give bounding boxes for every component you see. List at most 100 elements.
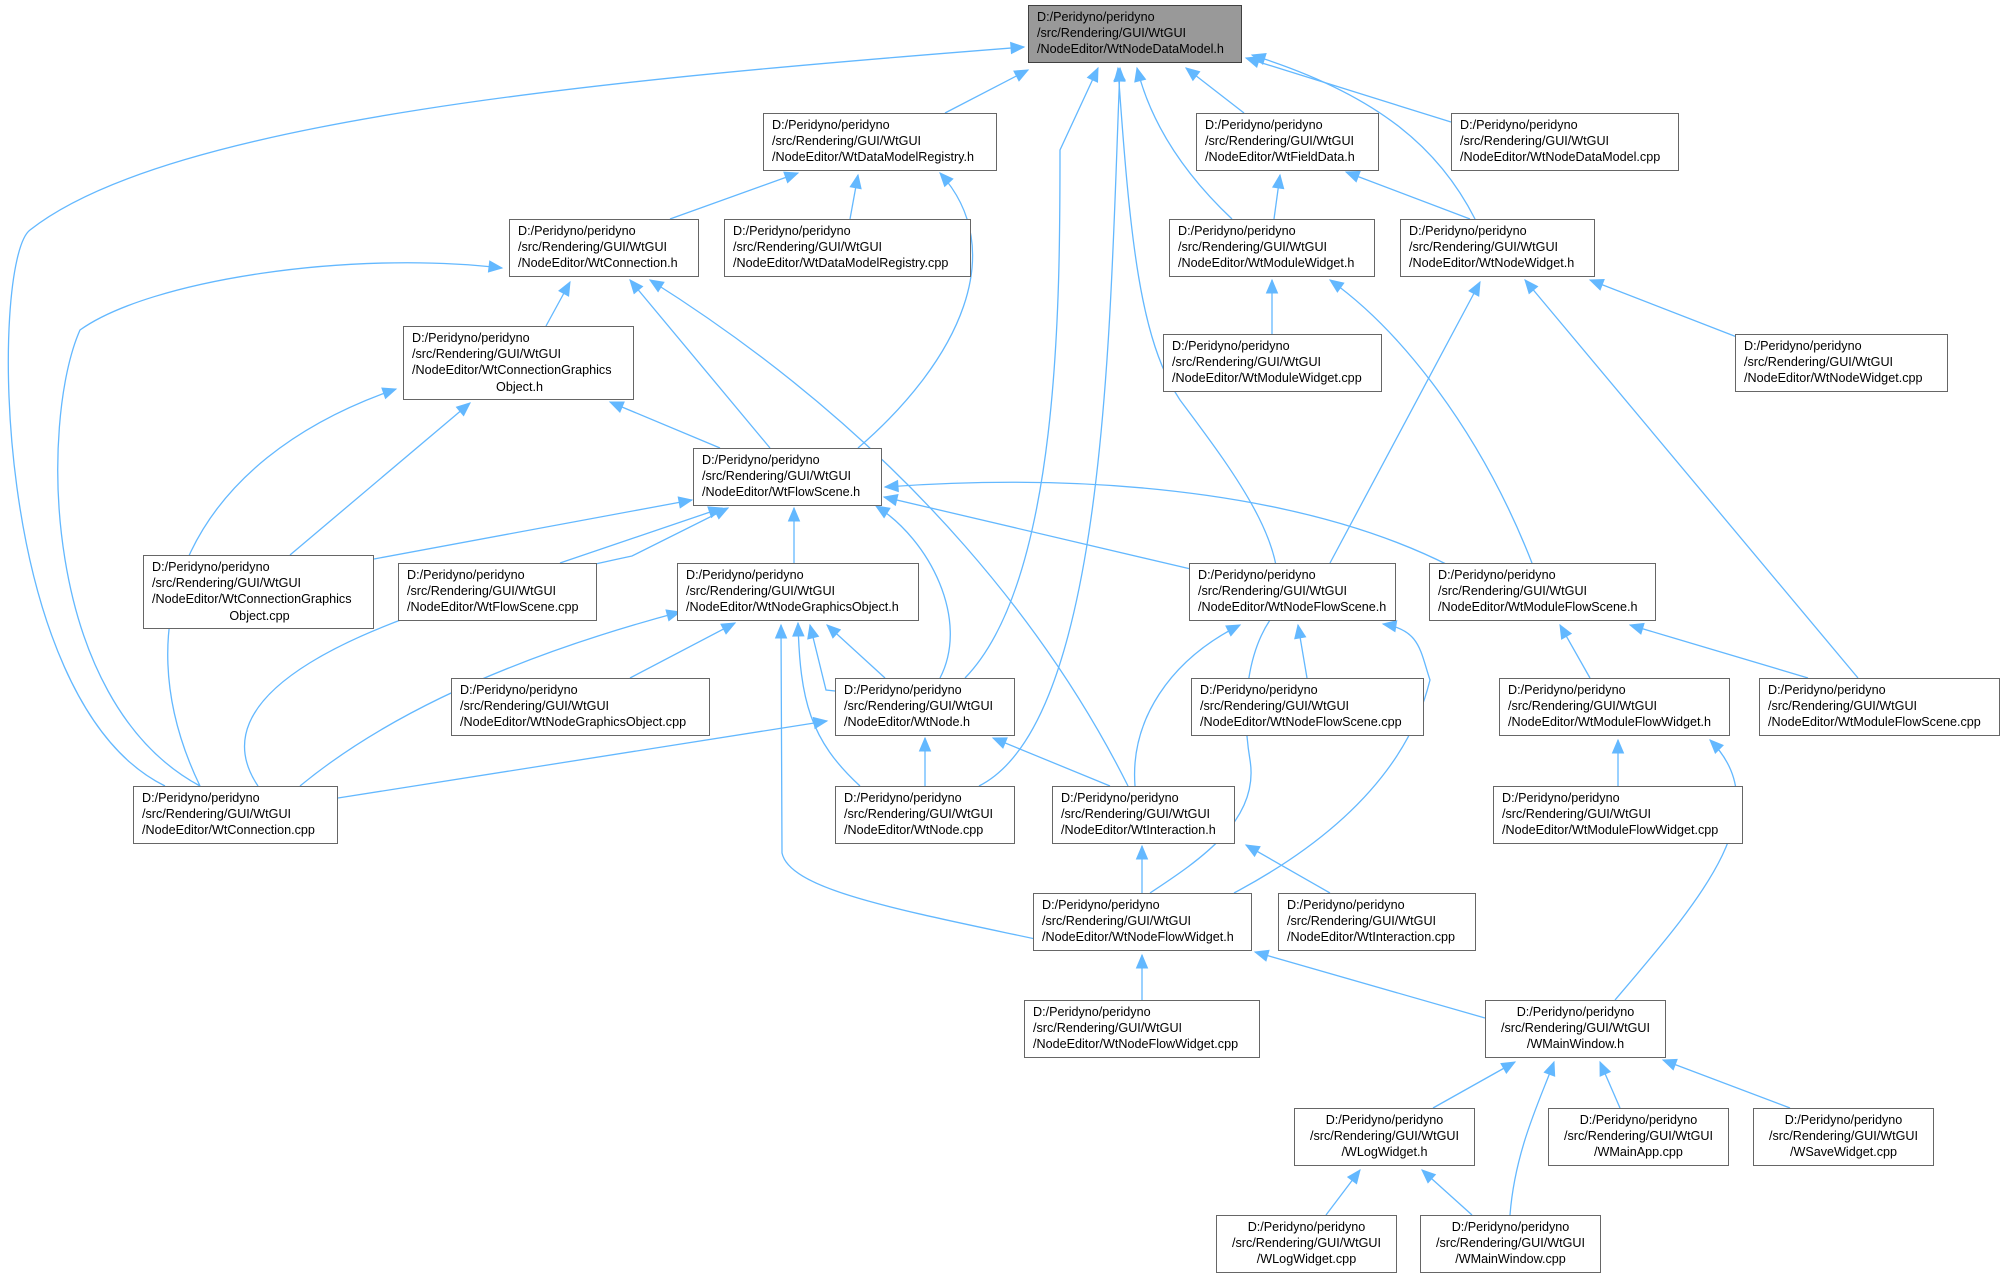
node-wtconnectiongraphicsobject-h[interactable]: D:/Peridyno/peridyno/src/Rendering/GUI/W… [403, 326, 634, 400]
node-label: D:/Peridyno/peridyno [460, 683, 578, 697]
include-edge [373, 496, 694, 560]
arrowhead-icon [1543, 1060, 1556, 1077]
node-wsavewidget-cpp[interactable]: D:/Peridyno/peridyno/src/Rendering/GUI/W… [1753, 1108, 1934, 1166]
node-wtflowscene-h[interactable]: D:/Peridyno/peridyno/src/Rendering/GUI/W… [693, 448, 882, 506]
arrowhead-icon [1244, 844, 1261, 858]
include-edge [1328, 279, 1533, 564]
node-wtmodulewidget-h[interactable]: D:/Peridyno/peridyno/src/Rendering/GUI/W… [1169, 219, 1375, 277]
include-edge [1253, 949, 1486, 1019]
arrowhead-icon [1134, 66, 1147, 83]
node-wtnode-h[interactable]: D:/Peridyno/peridyno/src/Rendering/GUI/W… [835, 678, 1015, 736]
arrowhead-icon [783, 171, 800, 184]
node-wtmoduleflowscene-h[interactable]: D:/Peridyno/peridyno/src/Rendering/GUI/W… [1429, 563, 1656, 621]
include-edge [1265, 278, 1279, 334]
node-wtmoduleflowscene-cpp[interactable]: D:/Peridyno/peridyno/src/Rendering/GUI/W… [1759, 678, 2000, 736]
edge-line [1629, 624, 1809, 679]
node-wtdatamodelregistry-h[interactable]: D:/Peridyno/peridyno/src/Rendering/GUI/W… [763, 113, 997, 171]
include-edge [1271, 173, 1285, 220]
node-label: /src/Rendering/GUI/WtGUI [460, 699, 610, 714]
node-wtnodegraphicsobject-h[interactable]: D:/Peridyno/peridyno/src/Rendering/GUI/W… [677, 563, 919, 621]
node-label: D:/Peridyno/peridyno [1205, 118, 1323, 132]
node-wtnodegraphicsobject-cpp[interactable]: D:/Peridyno/peridyno/src/Rendering/GUI/W… [451, 678, 710, 736]
node-wtnodedatamodel-h[interactable]: D:/Peridyno/peridyno/src/Rendering/GUI/W… [1028, 5, 1242, 63]
node-label: /NodeEditor/WtModuleWidget.cpp [1172, 371, 1362, 386]
node-label: /src/Rendering/GUI/WtGUI [1563, 1129, 1714, 1144]
node-label: /NodeEditor/WtModuleFlowScene.cpp [1768, 715, 1981, 730]
edge-line [1136, 67, 1233, 220]
node-wlogwidget-cpp[interactable]: D:/Peridyno/peridyno/src/Rendering/GUI/W… [1216, 1215, 1397, 1273]
node-label: D:/Peridyno/peridyno [1287, 898, 1405, 912]
arrowhead-icon [381, 387, 398, 400]
edge-line [373, 499, 693, 560]
node-wtnodewidget-h[interactable]: D:/Peridyno/peridyno/src/Rendering/GUI/W… [1400, 219, 1595, 277]
include-edge [1611, 738, 1625, 786]
node-label: /src/Rendering/GUI/WtGUI [1042, 914, 1192, 929]
arrowhead-icon [1611, 738, 1625, 754]
node-wlogwidget-h[interactable]: D:/Peridyno/peridyno/src/Rendering/GUI/W… [1294, 1108, 1475, 1166]
edge-line [964, 67, 1099, 679]
node-label: /NodeEditor/WtNodeWidget.h [1409, 256, 1575, 271]
edge-line [1589, 279, 1743, 340]
arrowhead-icon [558, 280, 571, 297]
node-label: /NodeEditor/WtDataModelRegistry.h [772, 150, 975, 165]
edge-line [875, 505, 951, 679]
node-label: /src/Rendering/GUI/WtGUI [1435, 1236, 1586, 1251]
node-wtmodulewidget-cpp[interactable]: D:/Peridyno/peridyno/src/Rendering/GUI/W… [1163, 334, 1382, 392]
include-edge [787, 506, 801, 563]
arrowhead-icon [1294, 623, 1307, 640]
node-wtdatamodelregistry-cpp[interactable]: D:/Peridyno/peridyno/src/Rendering/GUI/W… [724, 219, 971, 277]
arrowhead-icon [883, 479, 899, 493]
node-wmainwindow-h[interactable]: D:/Peridyno/peridyno/src/Rendering/GUI/W… [1485, 1000, 1666, 1058]
edge-line [1245, 844, 1331, 894]
include-edge [629, 622, 737, 679]
node-label: D:/Peridyno/peridyno [1508, 683, 1626, 697]
include-edge [882, 493, 1196, 571]
arrowhead-icon [1225, 624, 1242, 637]
edge-line [1133, 624, 1241, 787]
edge-line [1254, 951, 1486, 1019]
include-edge [883, 479, 1451, 567]
include-edge [1325, 1168, 1361, 1216]
node-label: /src/Rendering/GUI/WtGUI [1500, 1021, 1651, 1036]
include-edge [608, 401, 721, 449]
edge-line [797, 622, 861, 787]
node-label: /WSaveWidget.cpp [1789, 1145, 1898, 1160]
node-wtmoduleflowwidget-cpp[interactable]: D:/Peridyno/peridyno/src/Rendering/GUI/W… [1493, 786, 1743, 844]
node-wmainwindow-cpp[interactable]: D:/Peridyno/peridyno/src/Rendering/GUI/W… [1420, 1215, 1601, 1273]
arrowhead-icon [939, 172, 954, 188]
node-wtfielddata-h[interactable]: D:/Peridyno/peridyno/src/Rendering/GUI/W… [1196, 113, 1379, 171]
edge-line [1432, 1061, 1516, 1109]
arrowhead-icon [807, 623, 820, 640]
node-wtinteraction-h[interactable]: D:/Peridyno/peridyno/src/Rendering/GUI/W… [1052, 786, 1235, 844]
node-wtnodedatamodel-cpp[interactable]: D:/Peridyno/peridyno/src/Rendering/GUI/W… [1451, 113, 1679, 171]
node-label: /NodeEditor/WtNodeGraphicsObject.cpp [460, 715, 687, 730]
node-label: D:/Peridyno/peridyno [1178, 224, 1296, 238]
arrowhead-icon [1599, 1060, 1612, 1077]
node-wtinteraction-cpp[interactable]: D:/Peridyno/peridyno/src/Rendering/GUI/W… [1278, 893, 1476, 951]
node-wtnodeflowscene-cpp[interactable]: D:/Peridyno/peridyno/src/Rendering/GUI/W… [1191, 678, 1424, 736]
node-wtconnection-cpp[interactable]: D:/Peridyno/peridyno/src/Rendering/GUI/W… [133, 786, 338, 844]
arrowhead-icon [487, 260, 504, 273]
node-wtflowscene-cpp[interactable]: D:/Peridyno/peridyno/src/Rendering/GUI/W… [398, 563, 597, 621]
node-wtnodeflowscene-h[interactable]: D:/Peridyno/peridyno/src/Rendering/GUI/W… [1189, 563, 1396, 621]
node-wtmoduleflowwidget-h[interactable]: D:/Peridyno/peridyno/src/Rendering/GUI/W… [1499, 678, 1730, 736]
arrowhead-icon [1253, 949, 1270, 962]
node-label: /NodeEditor/WtNodeFlowWidget.h [1042, 930, 1234, 945]
include-edge [1135, 844, 1149, 893]
edge-line [809, 624, 836, 692]
node-wmainapp-cpp[interactable]: D:/Peridyno/peridyno/src/Rendering/GUI/W… [1548, 1108, 1729, 1166]
node-label: /src/Rendering/GUI/WtGUI [1768, 699, 1918, 714]
node-label: D:/Peridyno/peridyno [1042, 898, 1160, 912]
node-label: /src/Rendering/GUI/WtGUI [844, 699, 994, 714]
node-wtconnection-h[interactable]: D:/Peridyno/peridyno/src/Rendering/GUI/W… [509, 219, 699, 277]
node-wtnodeflowwidget-cpp[interactable]: D:/Peridyno/peridyno/src/Rendering/GUI/W… [1024, 1000, 1260, 1058]
node-wtnodewidget-cpp[interactable]: D:/Peridyno/peridyno/src/Rendering/GUI/W… [1735, 334, 1948, 392]
node-wtconnectiongraphicsobject-cpp[interactable]: D:/Peridyno/peridyno/src/Rendering/GUI/W… [143, 555, 374, 629]
node-label: /NodeEditor/WtModuleWidget.h [1178, 256, 1355, 271]
edge-line [289, 402, 471, 556]
node-wtnode-cpp[interactable]: D:/Peridyno/peridyno/src/Rendering/GUI/W… [835, 786, 1015, 844]
node-label: /NodeEditor/WtModuleFlowWidget.h [1508, 715, 1711, 730]
node-wtnodeflowwidget-h[interactable]: D:/Peridyno/peridyno/src/Rendering/GUI/W… [1033, 893, 1252, 951]
node-label: /src/Rendering/GUI/WtGUI [152, 576, 302, 591]
